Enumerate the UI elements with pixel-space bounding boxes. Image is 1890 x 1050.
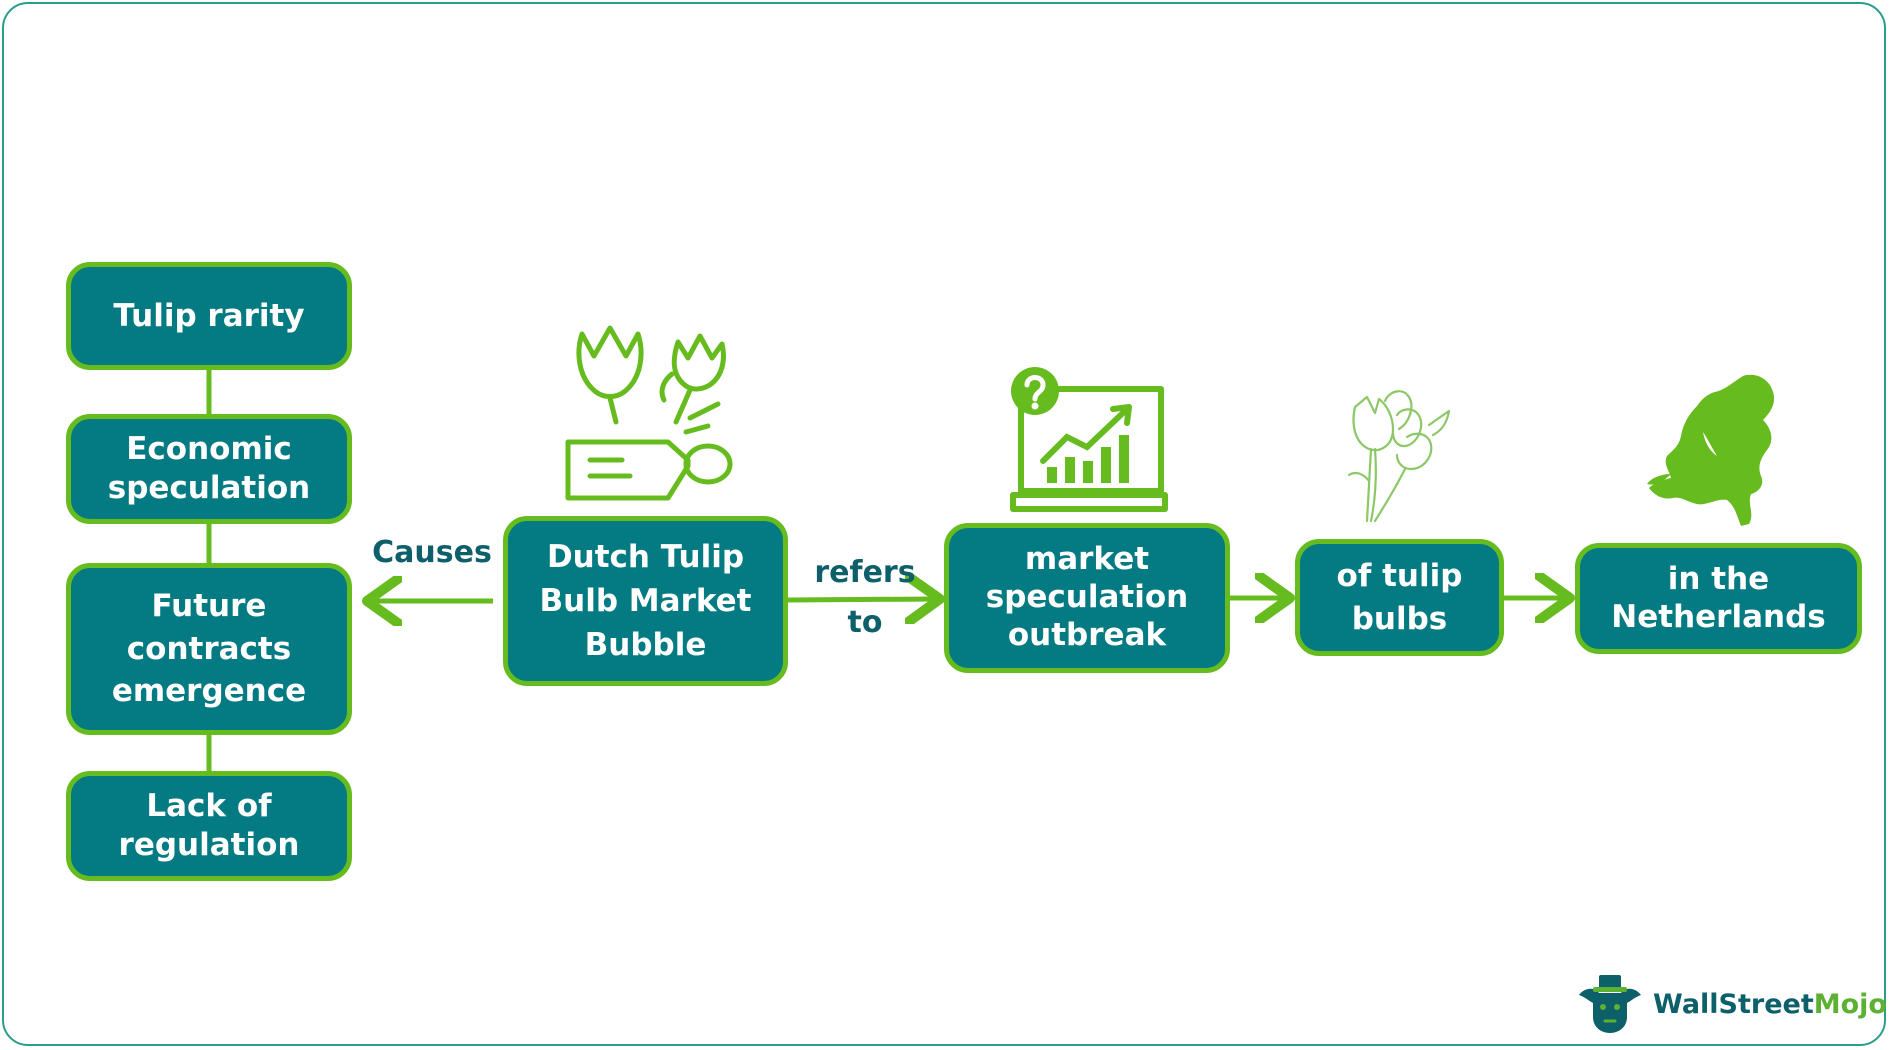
node-tulip-rarity-label: Tulip rarity xyxy=(113,297,305,334)
edge-label-refers-line2: to xyxy=(847,604,883,640)
brand-logo: WallStreetMojo xyxy=(1575,974,1887,1034)
edge-label-refers-line1: refers xyxy=(814,555,916,590)
node-dutch-tulip-line3: Bubble xyxy=(584,627,707,663)
arrow-refers-to xyxy=(787,599,935,600)
node-tulip-bulbs: of tulip bulbs xyxy=(1295,539,1504,656)
node-economic-speculation-line2: speculation xyxy=(107,470,311,506)
node-future-contracts-line3: emergence xyxy=(111,673,307,710)
laptop-chart-question-icon xyxy=(1010,367,1168,512)
node-future-contracts-line1: Future xyxy=(151,587,267,624)
node-lack-of-regulation-line1: Lack of xyxy=(146,788,272,825)
node-economic-speculation-line1: Economic xyxy=(126,431,292,468)
tulip-price-tag-icon xyxy=(565,325,733,501)
bull-mascot-icon xyxy=(1579,975,1641,1033)
node-market-speculation-line2: speculation xyxy=(985,579,1189,616)
edge-label-causes: Causes xyxy=(372,535,492,570)
node-lack-of-regulation: Lack of regulation xyxy=(66,771,352,881)
netherlands-map-icon xyxy=(1647,374,1775,526)
node-market-speculation: market speculation outbreak xyxy=(944,523,1230,673)
node-tulip-rarity: Tulip rarity xyxy=(66,262,352,370)
node-dutch-tulip: Dutch Tulip Bulb Market Bubble xyxy=(503,516,788,686)
tulip-bouquet-icon xyxy=(1347,390,1451,523)
node-tulip-bulbs-line2: bulbs xyxy=(1351,600,1448,637)
node-netherlands: in the Netherlands xyxy=(1575,543,1862,654)
brand-name-part1: WallStreet xyxy=(1653,988,1814,1020)
edge-label-refers-to: refers to xyxy=(800,548,930,647)
node-tulip-bulbs-line1: of tulip xyxy=(1336,557,1463,594)
node-dutch-tulip-line1: Dutch Tulip xyxy=(546,538,745,575)
brand-name-part2: Mojo xyxy=(1813,988,1887,1020)
brand-name: WallStreetMojo xyxy=(1653,989,1887,1020)
node-market-speculation-line3: outbreak xyxy=(1007,616,1167,653)
node-dutch-tulip-line2: Bulb Market xyxy=(539,582,752,619)
node-netherlands-line2: Netherlands xyxy=(1611,598,1826,635)
node-future-contracts: Future contracts emergence xyxy=(66,563,352,735)
node-economic-speculation: Economic speculation xyxy=(66,414,352,524)
node-market-speculation-line1: market xyxy=(1024,541,1150,578)
node-future-contracts-line2: contracts xyxy=(126,630,292,667)
node-lack-of-regulation-line2: regulation xyxy=(118,827,300,863)
node-netherlands-line1: in the xyxy=(1667,560,1770,597)
